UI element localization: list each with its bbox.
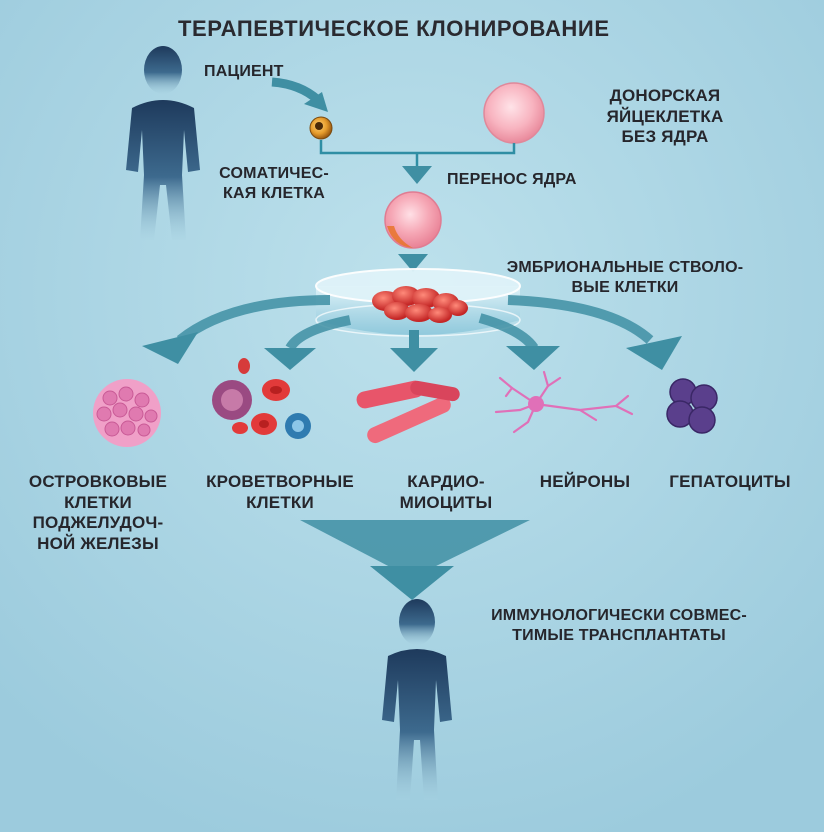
diagram-title: ТЕРАПЕВТИЧЕСКОЕ КЛОНИРОВАНИЕ	[178, 16, 610, 41]
to-dish-arrow	[398, 254, 428, 272]
embryonic-stem-cells-label: ЭМБРИОНАЛЬНЫЕ СТВОЛО- ВЫЕ КЛЕТКИ	[506, 259, 744, 296]
nuclear-transfer-label: ПЕРЕНОС ЯДРА	[447, 171, 577, 188]
cardiomyocytes-icon	[356, 380, 460, 444]
islet-cells-icon	[93, 379, 161, 447]
islet-cells-label: ОСТРОВКОВЫЕ КЛЕТКИ ПОДЖЕЛУДОЧ- НОЙ ЖЕЛЕЗ…	[28, 472, 168, 554]
donor-egg-label: ДОНОРСКАЯ ЯЙЦЕКЛЕТКА БЕЗ ЯДРА	[606, 86, 724, 147]
reconstructed-egg-icon	[384, 191, 442, 249]
stem-cell-cluster-icon	[372, 286, 468, 323]
patient-label: ПАЦИЕНТ	[204, 63, 284, 80]
fanout-arrows	[142, 295, 682, 372]
blood-cells-label: КРОВЕТВОРНЫЕ КЛЕТКИ	[206, 472, 354, 512]
somatic-cell-label: СОМАТИЧЕС- КАЯ КЛЕТКА	[219, 165, 329, 202]
hepatocytes-label: ГЕПАТОЦИТЫ	[669, 472, 791, 491]
cardiomyocytes-label: КАРДИО- МИОЦИТЫ	[399, 472, 493, 512]
nuclear-transfer-arrow	[402, 166, 432, 184]
neurons-label: НЕЙРОНЫ	[539, 472, 631, 491]
converge-arrow	[300, 520, 530, 600]
somatic-cell-icon	[309, 116, 333, 140]
recipient-figure-icon	[382, 599, 452, 800]
blood-cells-icon	[212, 358, 311, 439]
hepatocytes-icon	[666, 378, 718, 434]
compatible-transplants-label: ИММУНОЛОГИЧЕСКИ СОВМЕС- ТИМЫЕ ТРАНСПЛАНТ…	[491, 607, 747, 644]
donor-egg-icon	[483, 82, 545, 144]
patient-figure-icon	[126, 46, 200, 240]
neuron-icon	[494, 370, 634, 434]
